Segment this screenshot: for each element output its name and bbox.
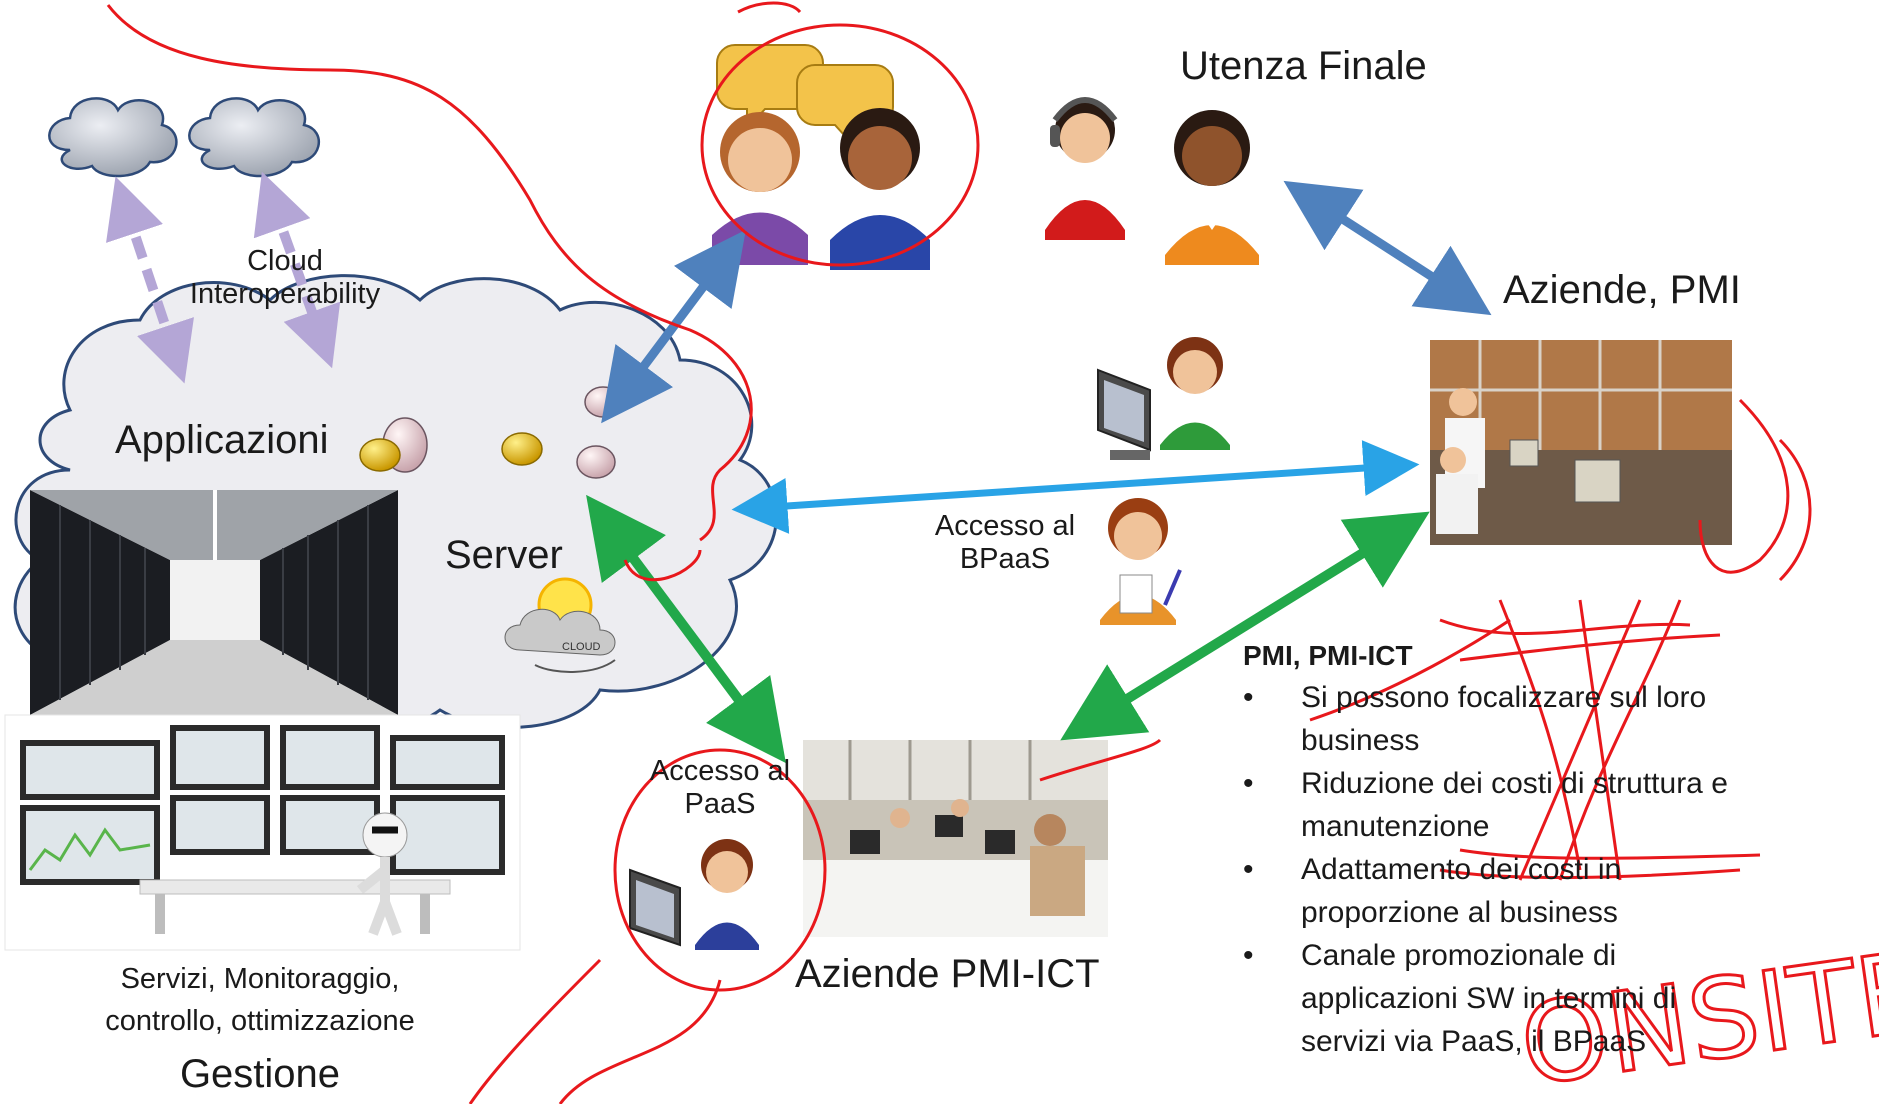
label-accesso-bpaas-line2: BPaaS	[959, 543, 1051, 575]
chat-bubbles-icon	[712, 44, 930, 270]
small-cloud-left	[48, 97, 178, 178]
bullet-icon: •	[1243, 853, 1254, 886]
benefit-text: servizi via PaaS, il BPaaS	[1301, 1025, 1647, 1058]
label-aziende-pmi-ict: Aziende PMI-ICT	[795, 952, 1100, 996]
interop-arrow-right	[253, 171, 341, 369]
paas-user-icon	[629, 839, 759, 950]
cloud-badge-label: CLOUD	[562, 641, 601, 653]
label-accesso-paas-line1: Accesso al	[649, 755, 791, 787]
label-aziende-pmi: Aziende, PMI	[1503, 268, 1741, 312]
label-cloud-interop-line2: Interoperability	[189, 278, 381, 310]
monitoring-wall-photo	[4, 714, 521, 951]
label-gestione: Gestione	[179, 1052, 341, 1096]
female-user-icon	[1165, 110, 1259, 265]
benefit-text: business	[1301, 724, 1420, 757]
benefit-item: • Riduzione dei costi di struttura e man…	[1243, 762, 1843, 848]
arrow-cloud-to-chat	[601, 229, 746, 424]
label-accesso-paas: Accesso al PaaS	[620, 755, 820, 821]
benefits-heading: PMI, PMI-ICT	[1243, 640, 1413, 671]
benefit-text: applicazioni SW in termini di	[1301, 982, 1677, 1015]
benefit-item: • Canale promozionale di applicazioni SW…	[1243, 934, 1843, 1063]
arrow-paas	[586, 494, 786, 764]
bullet-icon: •	[1243, 681, 1254, 714]
bullet-icon: •	[1243, 767, 1254, 800]
small-cloud-right	[188, 97, 321, 178]
computer-user-icon	[1097, 337, 1230, 460]
benefit-item: • Si possono focalizzare sul loro busine…	[1243, 676, 1843, 762]
label-servizi: Servizi, Monitoraggio, controllo, ottimi…	[50, 958, 470, 1042]
benefit-text: proporzione al business	[1301, 896, 1618, 929]
clipboard-person-icon	[1100, 498, 1182, 625]
red-annotations	[106, 1, 1812, 1104]
arrow-pmi-ict-to-pmi	[1060, 511, 1430, 741]
label-applicazioni: Applicazioni	[115, 418, 329, 462]
aziende-pmi-ict-photo	[803, 740, 1108, 937]
benefit-text: Canale promozionale di	[1301, 939, 1617, 972]
datacenter-photo	[30, 490, 398, 715]
label-servizi-line1: Servizi, Monitoraggio,	[120, 963, 400, 995]
arrow-user-to-pmi	[1283, 180, 1492, 316]
aziende-pmi-photo	[1430, 340, 1732, 545]
label-accesso-bpaas-line1: Accesso al	[934, 510, 1076, 542]
label-utenza-finale: Utenza Finale	[1180, 44, 1427, 88]
benefit-text: Adattamento dei costi in	[1301, 853, 1622, 886]
label-server: Server	[445, 533, 563, 577]
label-servizi-line2: controllo, ottimizzazione	[105, 1005, 415, 1037]
benefit-text: manutenzione	[1301, 810, 1490, 843]
benefit-item: • Adattamento dei costi in proporzione a…	[1243, 848, 1843, 934]
benefits-panel: PMI, PMI-ICT • Si possono focalizzare su…	[1243, 640, 1843, 1063]
benefits-list: • Si possono focalizzare sul loro busine…	[1243, 676, 1843, 1063]
arrow-bpaas	[731, 440, 1420, 534]
headset-person-icon	[1045, 97, 1125, 240]
label-cloud-interop: Cloud Interoperability	[160, 245, 410, 311]
label-accesso-bpaas: Accesso al BPaaS	[900, 510, 1110, 576]
benefit-text: Si possono focalizzare sul loro	[1301, 681, 1707, 714]
app-egg-yellow-1	[359, 438, 401, 472]
benefit-text: Riduzione dei costi di struttura e	[1301, 767, 1728, 800]
label-cloud-interop-line1: Cloud	[247, 245, 323, 277]
label-accesso-paas-line2: PaaS	[684, 788, 756, 820]
interop-arrow-left	[106, 176, 194, 384]
bullet-icon: •	[1243, 939, 1254, 972]
